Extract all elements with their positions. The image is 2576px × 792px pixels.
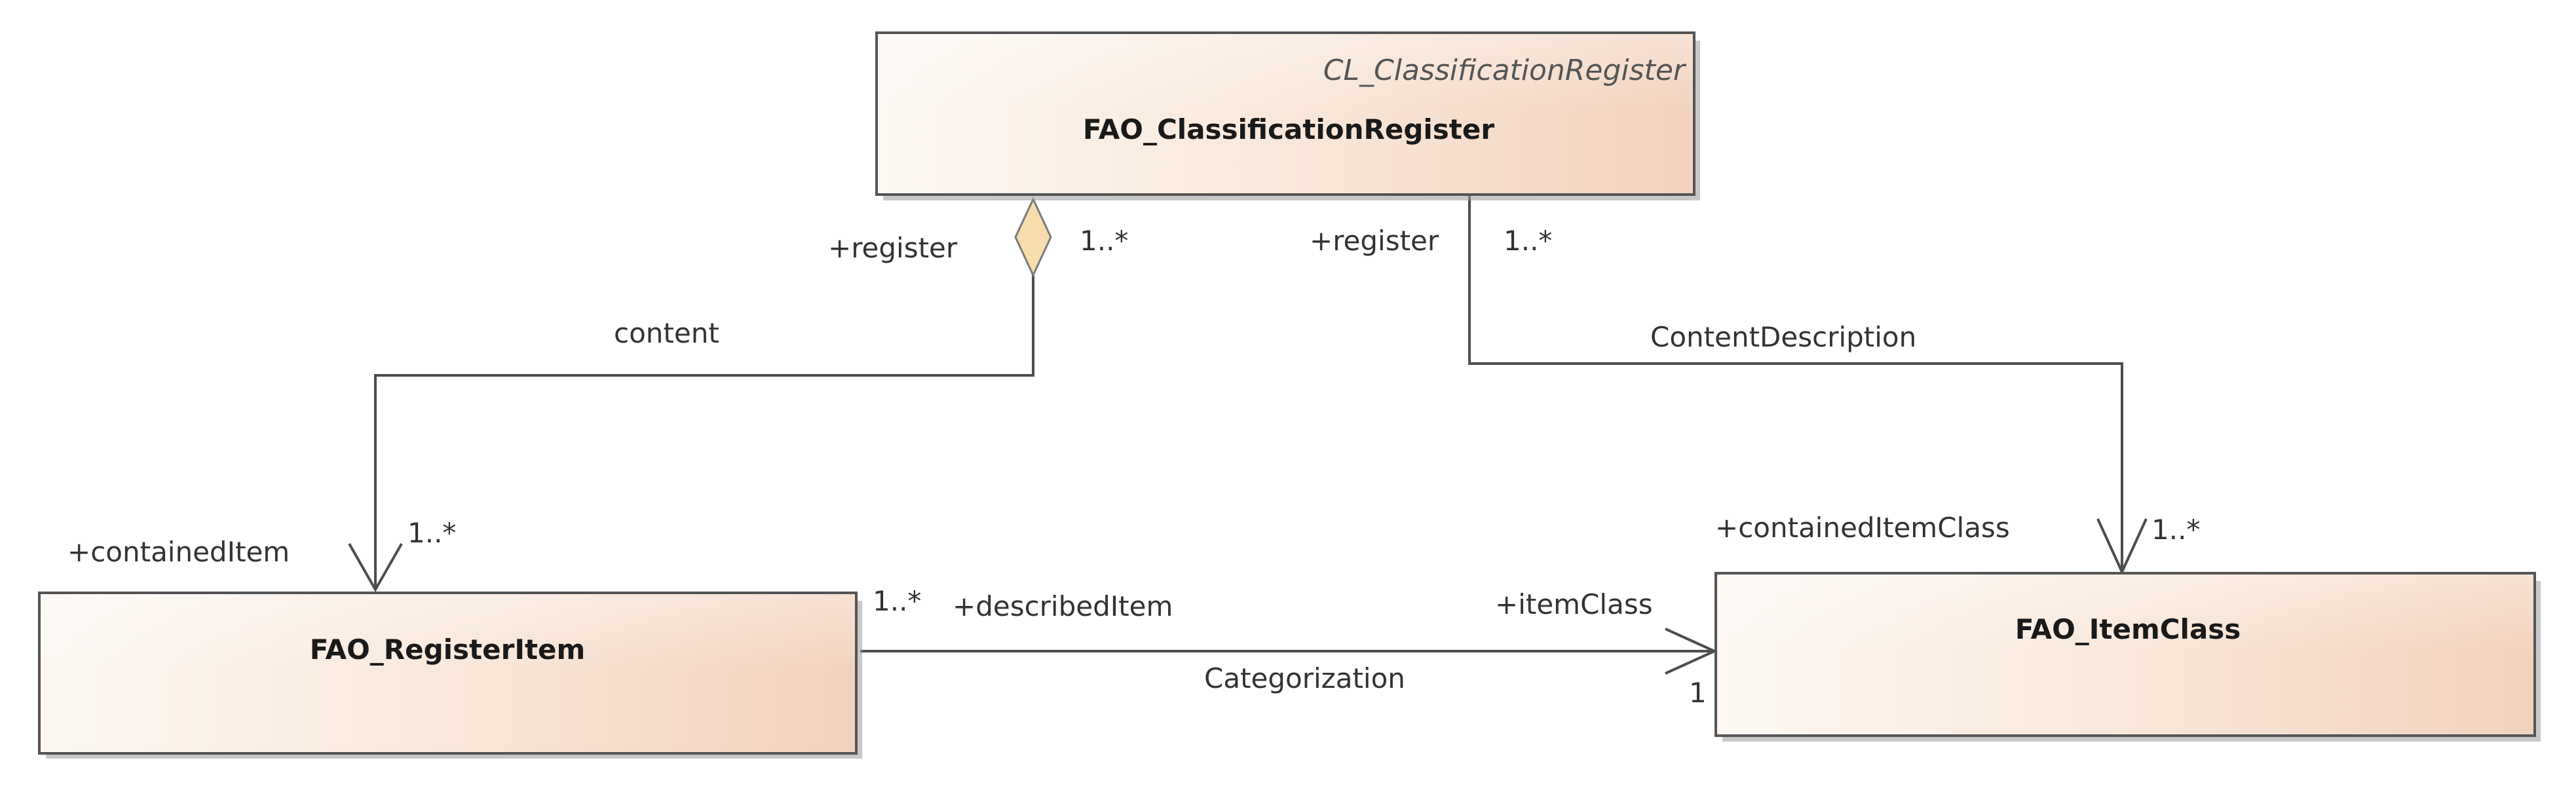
content-arrowhead <box>348 543 403 593</box>
content-source-role: +register <box>828 232 958 264</box>
categorization-target-role: +itemClass <box>1495 588 1653 620</box>
content-association-name: content <box>614 317 719 349</box>
class-name: FAO_ClassificationRegister <box>1083 113 1494 145</box>
content-description-association-line[interactable] <box>1468 194 2123 572</box>
aggregation-diamond-icon <box>1014 197 1052 278</box>
class-name: FAO_RegisterItem <box>310 633 586 666</box>
class-fao-register-item[interactable]: FAO_RegisterItem <box>38 592 862 759</box>
class-fao-item-class[interactable]: FAO_ItemClass <box>1714 572 2541 742</box>
content-description-target-multiplicity: 1..* <box>2151 514 2200 546</box>
content-description-association-name: ContentDescription <box>1650 321 1916 353</box>
categorization-source-multiplicity: 1..* <box>873 585 921 617</box>
categorization-association-name: Categorization <box>1204 662 1405 694</box>
content-description-source-multiplicity: 1..* <box>1504 225 1552 257</box>
categorization-target-multiplicity: 1 <box>1689 677 1707 709</box>
content-target-role: +containedItem <box>67 536 290 568</box>
content-source-multiplicity: 1..* <box>1080 225 1128 257</box>
content-description-target-role: +containedItemClass <box>1715 512 2010 544</box>
content-target-multiplicity: 1..* <box>407 517 456 549</box>
class-name: FAO_ItemClass <box>2015 613 2241 645</box>
class-stereotype: CL_ClassificationRegister <box>1323 54 1687 87</box>
categorization-source-role: +describedItem <box>953 590 1173 622</box>
class-fao-classification-register[interactable]: CL_ClassificationRegister FAO_Classifica… <box>875 31 1700 200</box>
content-description-source-role: +register <box>1310 225 1439 257</box>
content-association-line[interactable] <box>374 275 1034 590</box>
